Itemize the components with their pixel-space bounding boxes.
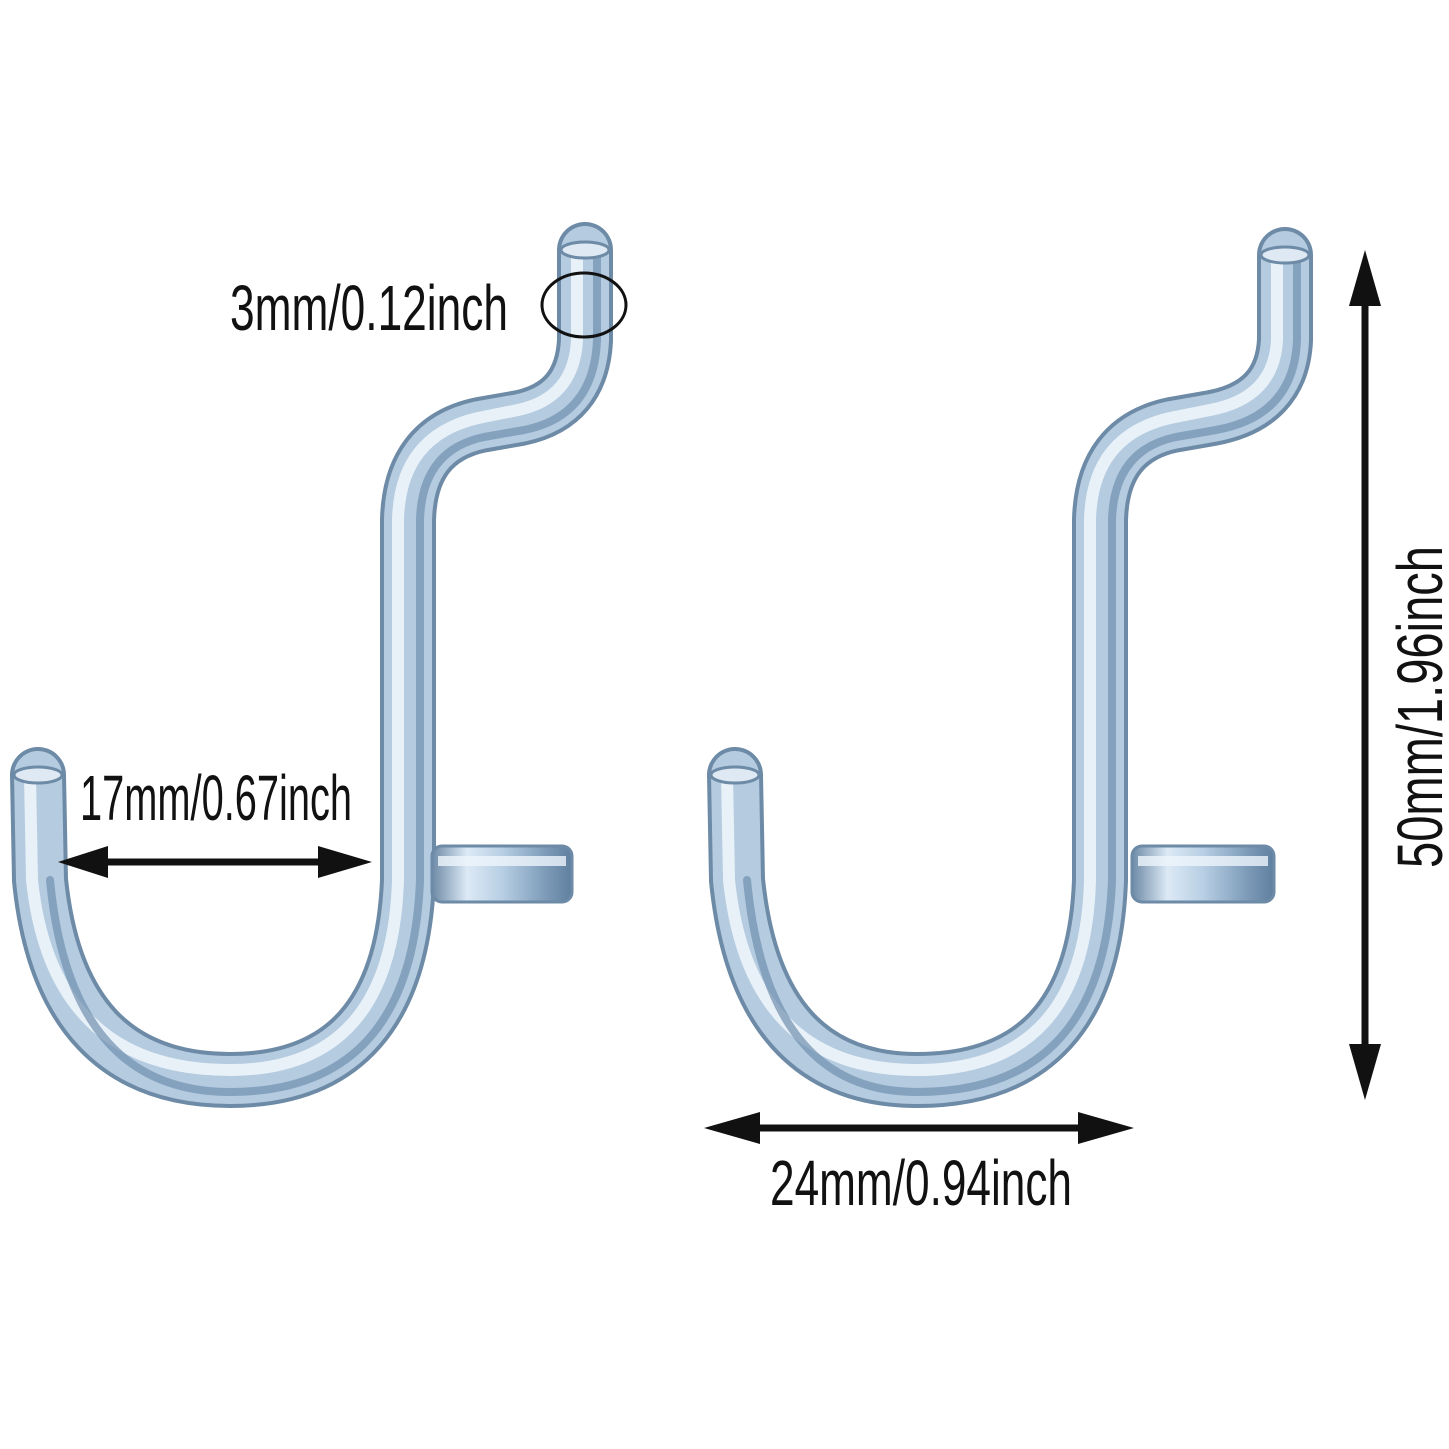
overall-width-label: 24mm/0.94inch bbox=[770, 1147, 1072, 1219]
hook-right-wire-outline bbox=[707, 227, 1313, 1108]
diameter-marker-circle bbox=[540, 271, 628, 339]
hook-opening-label: 17mm/0.67inch bbox=[80, 762, 352, 834]
overall-width-annotation: 24mm/0.94inch bbox=[704, 1112, 1134, 1219]
wire-diameter-annotation: 3mm/0.12inch bbox=[230, 271, 628, 344]
hook-left-wire-highlight bbox=[24, 244, 583, 1076]
overall-height-annotation: 50mm/1.96inch bbox=[1349, 250, 1449, 1100]
hook-left-peg-pin bbox=[430, 844, 574, 904]
arrow-head-left bbox=[704, 1112, 760, 1144]
pegboard-hook-right bbox=[707, 227, 1313, 1108]
hook-left-top-cap bbox=[559, 240, 611, 260]
hook-right-wire-shadow bbox=[743, 251, 1301, 1096]
hook-right-top-cap bbox=[1259, 245, 1311, 265]
arrow-head-right bbox=[1078, 1112, 1134, 1144]
hook-right-wire-body bbox=[711, 231, 1309, 1104]
hook-right-wire-highlight bbox=[721, 249, 1283, 1076]
wire-diameter-label: 3mm/0.12inch bbox=[230, 272, 508, 344]
hook-left-wire-outline bbox=[10, 222, 613, 1108]
hook-opening-annotation: 17mm/0.67inch bbox=[58, 762, 372, 878]
arrow-head-left bbox=[58, 846, 108, 878]
pegboard-hook-left bbox=[10, 222, 613, 1108]
hook-right-peg-pin bbox=[1130, 844, 1276, 904]
arrow-head-right bbox=[318, 846, 372, 878]
hook-right-tip-cap bbox=[709, 765, 761, 785]
hook-left-wire-shadow bbox=[46, 246, 601, 1096]
arrow-head-up bbox=[1349, 250, 1381, 306]
arrow-head-down bbox=[1349, 1044, 1381, 1100]
hook-left-wire-body bbox=[14, 226, 609, 1104]
hook-left-tip-cap bbox=[12, 765, 64, 785]
overall-height-label: 50mm/1.96inch bbox=[1384, 546, 1449, 868]
